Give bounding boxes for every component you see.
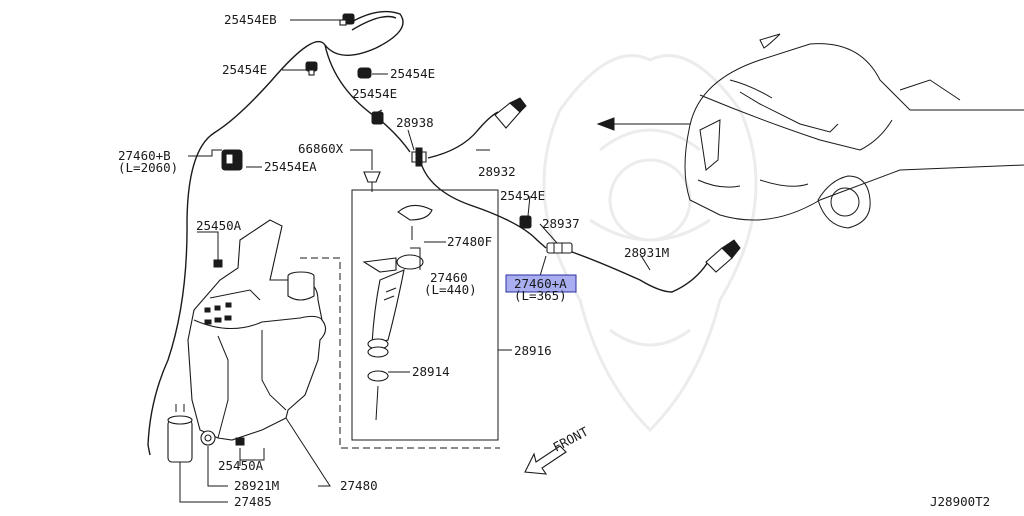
- label-28931M[interactable]: 28931M: [624, 245, 669, 260]
- group-28916-frame: [351, 189, 499, 441]
- label-25454E-right[interactable]: 25454E: [390, 66, 435, 81]
- valve-28937: [546, 242, 573, 254]
- hose-28931M: [571, 251, 709, 293]
- label-27460-a-length: (L=365): [514, 288, 567, 303]
- label-27460-a[interactable]: 27460+A: [514, 276, 567, 291]
- leader-lines: [179, 19, 651, 503]
- label-28937[interactable]: 28937: [542, 216, 580, 231]
- clip-25454E-left: [305, 61, 318, 76]
- grommet-66860X: [363, 171, 381, 192]
- nozzle-28931M: [705, 239, 741, 273]
- label-25450A-lower[interactable]: 25450A: [218, 458, 264, 473]
- washer-tank-27480: [187, 219, 327, 441]
- clip-25454E-right: [357, 67, 372, 79]
- hose-27460: [419, 159, 547, 249]
- label-25450A-upper[interactable]: 25450A: [196, 218, 242, 233]
- view-arrow: [596, 117, 690, 131]
- label-28932[interactable]: 28932: [478, 164, 516, 179]
- label-25454E-middle[interactable]: 25454E: [352, 86, 397, 101]
- clip-25454E-lower: [519, 215, 532, 229]
- label-27480[interactable]: 27480: [340, 478, 378, 493]
- clip-25454E-middle: [371, 111, 384, 125]
- car-illustration: [684, 33, 1024, 229]
- pump-27485: [167, 404, 193, 463]
- watermark-emblem: [542, 54, 758, 433]
- nozzle-28932: [494, 97, 527, 129]
- label-25454E-left[interactable]: 25454E: [222, 62, 267, 77]
- label-28914[interactable]: 28914: [412, 364, 450, 379]
- hose-28932: [427, 111, 499, 159]
- label-27460[interactable]: 27460: [430, 270, 468, 285]
- label-27460-b-length: (L=2060): [118, 160, 178, 175]
- label-27460-length: (L=440): [424, 282, 477, 297]
- connector-28938: [411, 147, 427, 167]
- label-25454EA[interactable]: 25454EA: [264, 159, 317, 174]
- diagram-code: J28900T2: [930, 494, 990, 509]
- label-27480F[interactable]: 27480F: [447, 234, 492, 249]
- bolt-25450A-upper: [213, 254, 223, 268]
- label-25454EB[interactable]: 25454EB: [224, 12, 277, 27]
- grommet-28921M: [200, 430, 216, 446]
- highlight-27460-a: [505, 274, 577, 293]
- label-66860X[interactable]: 66860X: [298, 141, 344, 156]
- front-arrow: [524, 445, 567, 475]
- hose-27460-b: [147, 10, 404, 456]
- label-27485[interactable]: 27485: [234, 494, 272, 509]
- label-28938[interactable]: 28938: [396, 115, 434, 130]
- bracket-25454EA: [221, 149, 243, 171]
- bolt-25450A-lower: [235, 437, 245, 446]
- part-labels: 25454EB 25454E 25454E 25454E 28938 66860…: [118, 12, 990, 509]
- label-28916[interactable]: 28916: [514, 343, 552, 358]
- label-front: FRONT: [550, 424, 591, 455]
- clip-25454EB: [339, 13, 355, 26]
- label-25454E-lower[interactable]: 25454E: [500, 188, 545, 203]
- label-28921M[interactable]: 28921M: [234, 478, 279, 493]
- filler-neck-27460-group: [300, 204, 500, 449]
- label-27460-b[interactable]: 27460+B: [118, 148, 171, 163]
